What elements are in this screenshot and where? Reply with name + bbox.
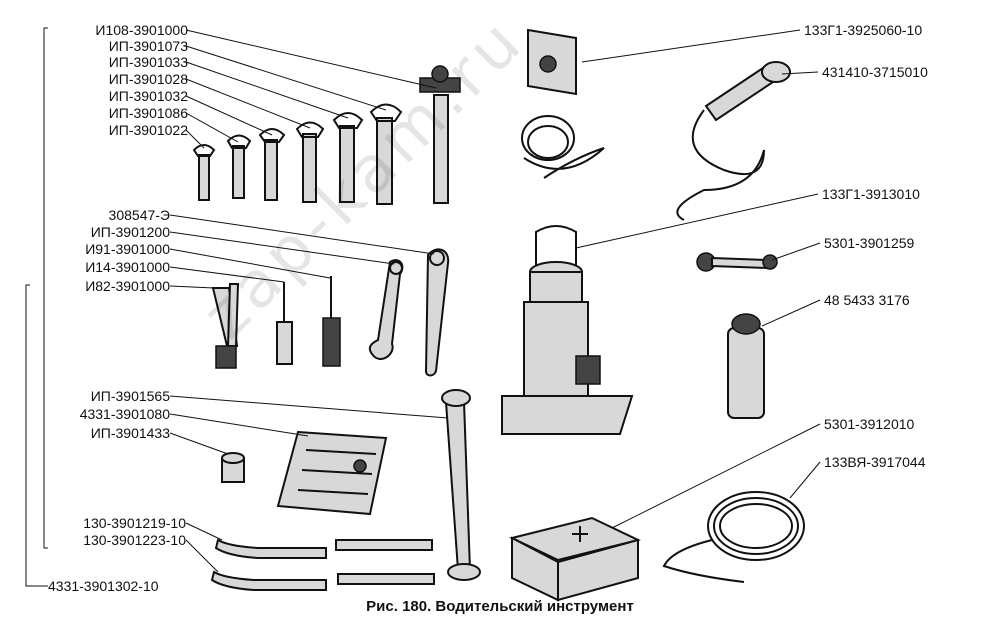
part-label-ip033: ИП-3901033 bbox=[108, 54, 188, 70]
part-label-ip073: ИП-3901073 bbox=[108, 38, 188, 54]
part-label-i108: И108-3901000 bbox=[95, 22, 188, 38]
tire-lever-icon bbox=[210, 570, 435, 591]
wrench-icon bbox=[192, 144, 216, 201]
part-label-133vya-044: 133ВЯ-3917044 bbox=[824, 454, 926, 470]
figure-caption: Рис. 180. Водительский инструмент bbox=[366, 598, 634, 615]
wrench-icon bbox=[295, 121, 325, 203]
pliers-icon bbox=[211, 283, 240, 369]
part-label-5301-259: 5301-3901259 bbox=[824, 235, 915, 251]
part-label-5301-010: 5301-3912010 bbox=[824, 416, 915, 432]
part-label-ip032: ИП-3901032 bbox=[108, 88, 188, 104]
valve-wrench-icon bbox=[696, 252, 778, 272]
first-aid-kit-icon bbox=[509, 516, 641, 602]
pry-bar-icon bbox=[214, 538, 433, 559]
hammer-icon bbox=[419, 65, 461, 204]
wrench-icon bbox=[369, 103, 403, 205]
lamp-icon bbox=[676, 61, 791, 221]
screwdriver-icon bbox=[276, 282, 293, 365]
part-label-ip028: ИП-3901028 bbox=[108, 71, 188, 87]
tow-rope-icon bbox=[662, 491, 805, 583]
part-label-i14: И14-3901000 bbox=[85, 259, 170, 275]
part-label-133g1-060: 133Г1-3925060-10 bbox=[804, 22, 923, 38]
part-label-308547: 308547-Э bbox=[108, 207, 170, 223]
part-label-ip022: ИП-3901022 bbox=[108, 122, 188, 138]
part-label-133g1-010: 133Г1-3913010 bbox=[822, 186, 920, 202]
part-label-i82: И82-3901000 bbox=[85, 278, 170, 294]
part-label-4331-080: 4331-3901080 bbox=[79, 406, 170, 422]
part-label-ip086: ИП-3901086 bbox=[108, 105, 188, 121]
part-label-48-5433: 48 5433 3176 bbox=[824, 292, 910, 308]
leader-lines-right bbox=[575, 29, 821, 529]
wrench-icon bbox=[226, 134, 252, 199]
hand-pump-icon bbox=[521, 28, 605, 179]
bottom-group-bracket bbox=[25, 284, 48, 587]
part-label-ip565: ИП-3901565 bbox=[90, 388, 170, 404]
part-label-ip200: ИП-3901200 bbox=[90, 224, 170, 240]
top-group-bracket bbox=[43, 27, 48, 549]
part-label-i91: И91-3901000 bbox=[85, 241, 170, 257]
fire-extinguisher-icon bbox=[727, 313, 765, 419]
part-label-ip433: ИП-3901433 bbox=[90, 425, 170, 441]
box-wrench-icon bbox=[424, 248, 450, 377]
part-label-130-223: 130-3901223-10 bbox=[83, 532, 186, 548]
wheel-brace-icon bbox=[441, 389, 481, 581]
part-label-4331-302: 4331-3901302-10 bbox=[48, 578, 159, 594]
hydraulic-jack-icon bbox=[501, 225, 634, 435]
tire-pressure-gauge-plate-icon bbox=[276, 430, 388, 516]
part-label-431410: 431410-3715010 bbox=[822, 64, 928, 80]
box-wrench-icon bbox=[368, 259, 404, 360]
screwdriver-phillips-icon bbox=[322, 276, 341, 367]
wrench-set bbox=[192, 103, 403, 205]
wrench-icon bbox=[332, 112, 364, 203]
leader-lines-left bbox=[169, 29, 449, 573]
part-label-130-219: 130-3901219-10 bbox=[83, 515, 186, 531]
wrench-icon bbox=[258, 128, 286, 201]
socket-nut-icon bbox=[221, 452, 245, 483]
